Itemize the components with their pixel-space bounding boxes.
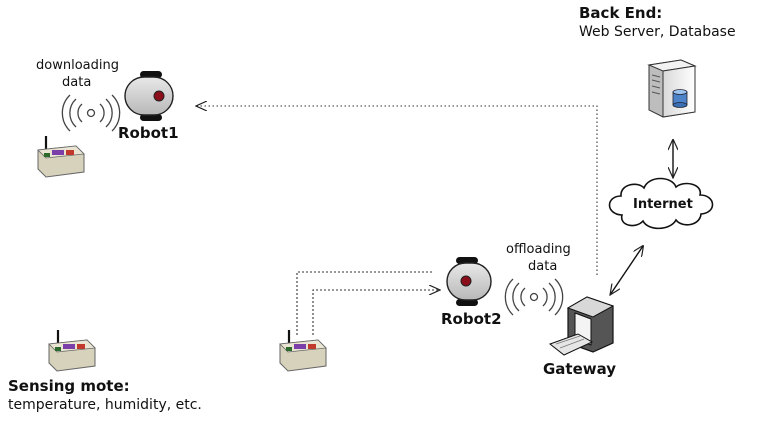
- cloud-icon: [608, 177, 714, 230]
- server-icon: [647, 59, 697, 118]
- robot2-annotation-line2: data: [528, 259, 558, 274]
- wireless-signal-icon: [504, 278, 564, 316]
- robot2-label: Robot2: [441, 310, 502, 328]
- robot-icon: [124, 71, 174, 121]
- sensor-mote-icon: [37, 136, 85, 178]
- sensor-mote-icon: [48, 330, 96, 372]
- robot1-label: Robot1: [118, 124, 179, 142]
- mote-subtitle: temperature, humidity, etc.: [8, 397, 202, 413]
- gateway-label: Gateway: [543, 360, 617, 378]
- computer-icon: [548, 296, 615, 356]
- sensor-mote-icon: [279, 330, 327, 372]
- mote-title: Sensing mote:: [8, 377, 130, 395]
- robot2-annotation-line1: offloading: [506, 242, 571, 257]
- backend-subtitle: Web Server, Database: [579, 24, 736, 40]
- robot-icon: [446, 257, 492, 306]
- mote-to-robot2-path-inner: [312, 290, 440, 335]
- mote-to-robot2-path-outer: [296, 271, 434, 335]
- internet-label: Internet: [633, 197, 693, 212]
- database-icon: [672, 89, 688, 108]
- robot1-annotation-line2: data: [62, 75, 92, 90]
- robot1-annotation-line1: downloading: [36, 58, 119, 73]
- upload-path-to-robot1: [196, 106, 598, 275]
- backend-title: Back End:: [579, 4, 663, 22]
- wireless-signal-icon: [61, 94, 121, 132]
- internet-gateway-link: [610, 246, 643, 295]
